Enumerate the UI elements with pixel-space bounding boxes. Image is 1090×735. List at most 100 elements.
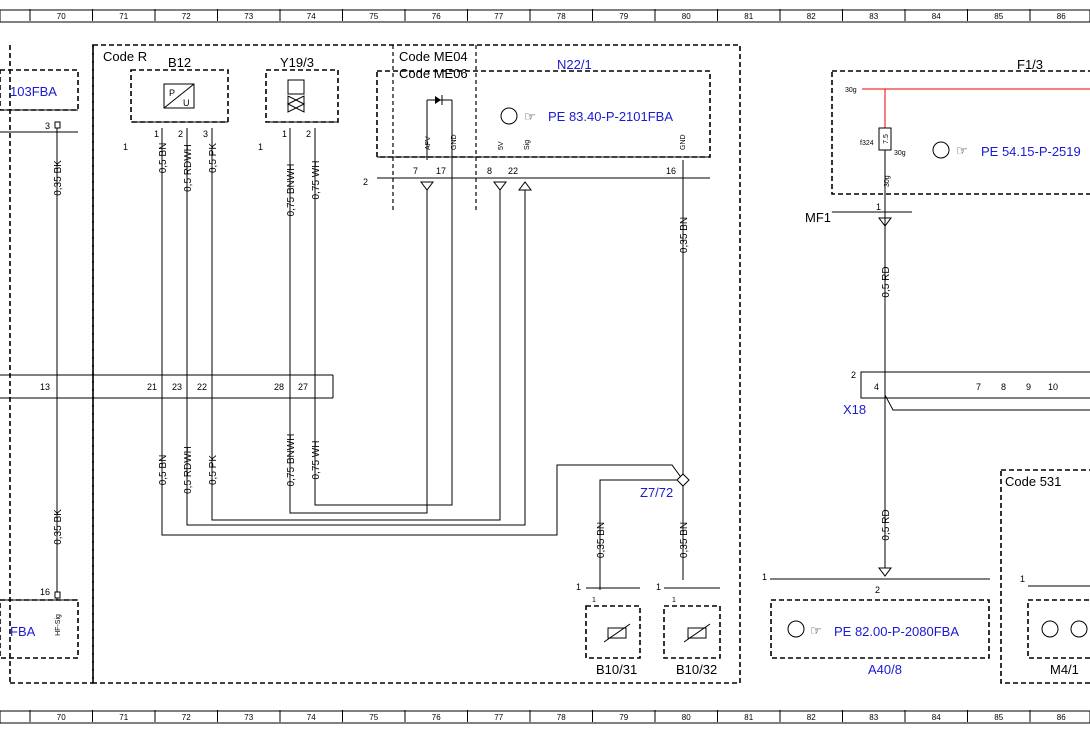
ruler-label: 82	[807, 12, 816, 21]
code-me04-label: Code ME04	[399, 49, 468, 64]
svg-text:13: 13	[40, 382, 50, 392]
svg-text:0,5 RD: 0,5 RD	[881, 266, 892, 297]
b10-32-component	[663, 605, 721, 659]
svg-text:P: P	[169, 88, 175, 98]
svg-text:1: 1	[656, 582, 661, 592]
ruler-label: 85	[994, 12, 1003, 21]
svg-text:0,35 BN: 0,35 BN	[596, 522, 607, 558]
svg-text:23: 23	[172, 382, 182, 392]
x18-connector	[860, 371, 1090, 399]
svg-text:0,35 BK: 0,35 BK	[53, 160, 64, 196]
svg-text:1: 1	[672, 597, 676, 604]
left-bottom-ref[interactable]: FBA	[10, 624, 36, 639]
b10-31-label: B10/31	[596, 662, 637, 677]
ruler-label: 70	[57, 713, 66, 722]
svg-text:0,35 BN: 0,35 BN	[679, 217, 690, 253]
ruler-label: 73	[244, 713, 253, 722]
svg-text:0,35 BK: 0,35 BK	[53, 509, 64, 545]
svg-text:0,5 BN: 0,5 BN	[158, 143, 169, 174]
svg-text:2: 2	[851, 370, 856, 380]
svg-text:22: 22	[197, 382, 207, 392]
svg-text:9: 9	[1026, 382, 1031, 392]
ruler-label: 81	[744, 12, 753, 21]
svg-text:21: 21	[147, 382, 157, 392]
ruler-label: 85	[994, 713, 1003, 722]
svg-text:30g: 30g	[884, 175, 891, 187]
svg-text:0,75 BNWH: 0,75 BNWH	[286, 434, 297, 487]
a40-8-label[interactable]: A40/8	[868, 662, 902, 677]
left-top-ref[interactable]: 103FBA	[10, 84, 57, 99]
svg-text:1: 1	[1020, 574, 1025, 584]
a40-8-ref[interactable]: PE 82.00-P-2080FBA	[834, 624, 959, 639]
wire-y19-bnwh	[289, 128, 428, 514]
svg-text:1: 1	[123, 142, 128, 152]
ruler-label: 86	[1057, 12, 1066, 21]
svg-text:1: 1	[762, 572, 767, 582]
n22-1-hand-icon: ☞	[524, 109, 536, 124]
svg-text:28: 28	[274, 382, 284, 392]
svg-text:30g: 30g	[894, 150, 906, 157]
f1-3-hand-icon: ☞	[956, 143, 968, 158]
svg-text:16: 16	[666, 166, 676, 176]
ruler-label: 70	[57, 12, 66, 21]
ruler-label: 74	[307, 12, 316, 21]
ruler-label: 80	[682, 713, 691, 722]
code-531-frame	[1000, 469, 1090, 684]
svg-text:4: 4	[874, 382, 879, 392]
n22-1-ref[interactable]: PE 83.40-P-2101FBA	[548, 109, 673, 124]
code-531-label: Code 531	[1005, 474, 1061, 489]
z7-72-label[interactable]: Z7/72	[640, 485, 673, 500]
code-r-frame	[92, 44, 741, 684]
ruler-label: 83	[869, 12, 878, 21]
ruler-label: 72	[182, 12, 191, 21]
ruler-label: 74	[307, 713, 316, 722]
f1-3-ref[interactable]: PE 54.15-P-2519	[981, 144, 1081, 159]
ruler-label: 79	[619, 12, 628, 21]
a40-8-component	[770, 599, 990, 659]
svg-text:10: 10	[1048, 382, 1058, 392]
ruler-label: 75	[369, 713, 378, 722]
ruler-label: 80	[682, 12, 691, 21]
svg-text:GND: GND	[680, 134, 687, 150]
svg-text:2: 2	[306, 129, 311, 139]
svg-text:3: 3	[203, 129, 208, 139]
a40-8-hand-icon: ☞	[810, 623, 822, 638]
svg-text:3: 3	[45, 121, 50, 131]
svg-text:30g: 30g	[845, 87, 857, 94]
code-r-label: Code R	[103, 49, 147, 64]
svg-text:7: 7	[413, 166, 418, 176]
svg-text:1: 1	[576, 582, 581, 592]
svg-text:0,75 WH: 0,75 WH	[311, 441, 322, 480]
svg-text:0,5 RD: 0,5 RD	[881, 509, 892, 540]
m4-component	[1027, 599, 1090, 659]
ruler-label: 73	[244, 12, 253, 21]
ruler-label: 84	[932, 12, 941, 21]
svg-text:1: 1	[154, 129, 159, 139]
svg-text:f324: f324	[860, 140, 874, 147]
svg-text:22: 22	[508, 166, 518, 176]
svg-text:GND: GND	[451, 134, 458, 150]
ruler-label: 71	[119, 713, 128, 722]
m4-label: M4/1	[1050, 662, 1079, 677]
svg-text:0,35 BN: 0,35 BN	[679, 522, 690, 558]
wire-b12-pk	[211, 128, 501, 521]
svg-text:AFV: AFV	[425, 136, 432, 150]
svg-text:1: 1	[258, 142, 263, 152]
wire-y19-wh	[314, 128, 453, 506]
svg-text:27: 27	[298, 382, 308, 392]
f1-3-label: F1/3	[1017, 57, 1043, 72]
ruler-label: 76	[432, 12, 441, 21]
x18-label[interactable]: X18	[843, 402, 866, 417]
svg-text:1: 1	[592, 597, 596, 604]
svg-text:17: 17	[436, 166, 446, 176]
b12-component	[130, 69, 229, 123]
svg-text:0,75 BNWH: 0,75 BNWH	[286, 164, 297, 217]
wire-b12-rdwh	[186, 128, 526, 526]
svg-text:Sig: Sig	[524, 140, 531, 150]
svg-text:U: U	[183, 98, 190, 108]
n22-1-label[interactable]: N22/1	[557, 57, 592, 72]
f1-3-component	[831, 70, 1090, 195]
